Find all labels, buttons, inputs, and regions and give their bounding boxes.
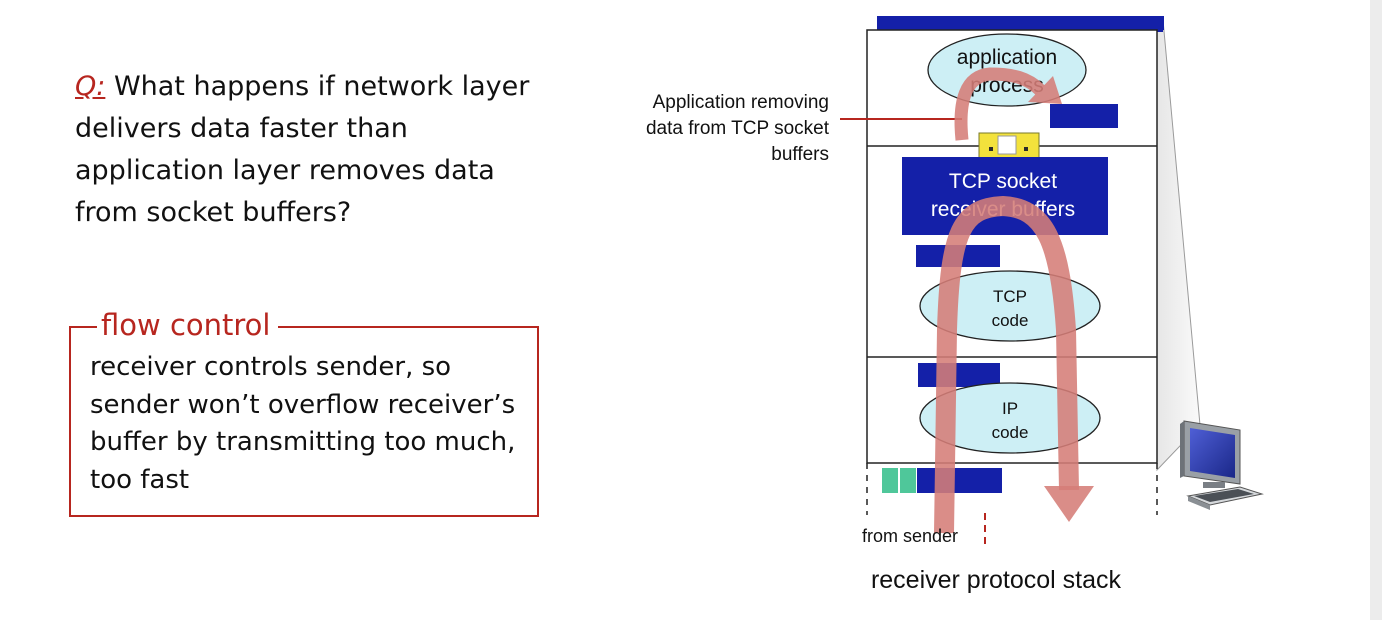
incoming-segment-green-2 [900,468,916,493]
stack-top-band [877,16,1163,32]
app-removing-label-3: buffers [771,144,829,165]
tcp-buffers-label-1: TCP socket [949,170,1057,193]
flow-control-title: flow control [72,305,279,345]
socket-buffer-dot-1 [989,147,993,151]
flow-arrow-icon [934,195,1079,534]
desktop-computer-icon [1180,420,1264,510]
from-sender-label: from sender [862,526,958,546]
app-removing-label-2: data from TCP socket [646,118,830,139]
incoming-segment-blue [917,468,1002,493]
incoming-segment-green-1 [882,468,898,493]
flow-control-box [69,326,539,517]
application-process-label-1: application [957,46,1057,69]
app-flow-arrow-head [1028,76,1062,104]
tcp-code-label-1: TCP [993,287,1027,306]
scrollbar[interactable] [1370,0,1382,620]
app-data-segment [1050,104,1118,128]
question-body: What happens if network layer delivers d… [75,71,530,228]
socket-buffer-slot [997,135,1017,155]
question-label: Q: [75,71,106,102]
socket-buffer-dot-2 [1024,147,1028,151]
flow-arrow-head-down [1044,486,1094,522]
ip-data-segment [918,363,1000,387]
app-flow-arrow-icon [954,67,1045,141]
ip-code-label-2: code [992,423,1029,442]
question-text: Q: What happens if network layer deliver… [75,66,535,234]
ip-code-ellipse [919,382,1101,454]
tcp-code-label-2: code [992,311,1029,330]
tcp-socket-receiver-buffers [902,157,1108,235]
diagram-caption: receiver protocol stack [871,566,1122,594]
app-removing-label-1: Application removing [653,92,829,113]
ip-code-label-1: IP [1002,399,1018,418]
flow-control-description: receiver controls sender, so sender won’… [90,352,516,495]
stack-perspective-shade [1156,19,1201,472]
